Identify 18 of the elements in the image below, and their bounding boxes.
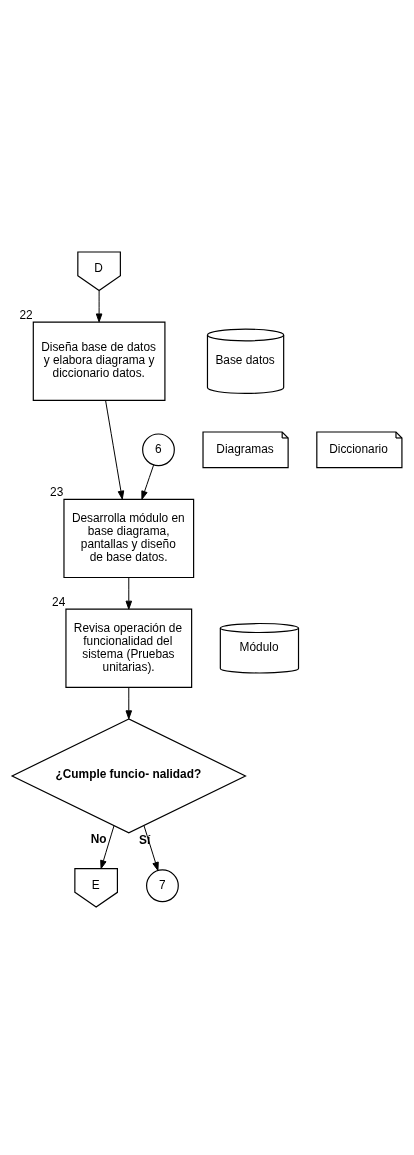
arrow [125,687,133,720]
node-diamond: ¿Cumple funcio- nalidad? [10,718,247,834]
node-label: 23 [50,484,64,499]
arrow [125,577,133,610]
node-label: 22 [19,307,33,322]
arrow [95,290,103,323]
node-label: 24 [52,594,66,609]
arrow [100,825,115,870]
node-box: Diseña base de datos y elabora diagrama y diccionario datos. [32,321,166,401]
edge-label: Sí [139,832,151,847]
node-box: Revisa operación de funcionalidad del sistema (Pruebas unitarias). [65,608,193,688]
node-box: Desarrolla módulo en base diagrama, pantallas y diseño de base datos. [63,498,195,579]
arrow [141,464,155,500]
node-circle: 7 [146,869,179,903]
node-circle: 6 [142,433,175,467]
arrow [143,825,159,871]
arrow [105,400,125,500]
edge-label: No [90,831,107,846]
